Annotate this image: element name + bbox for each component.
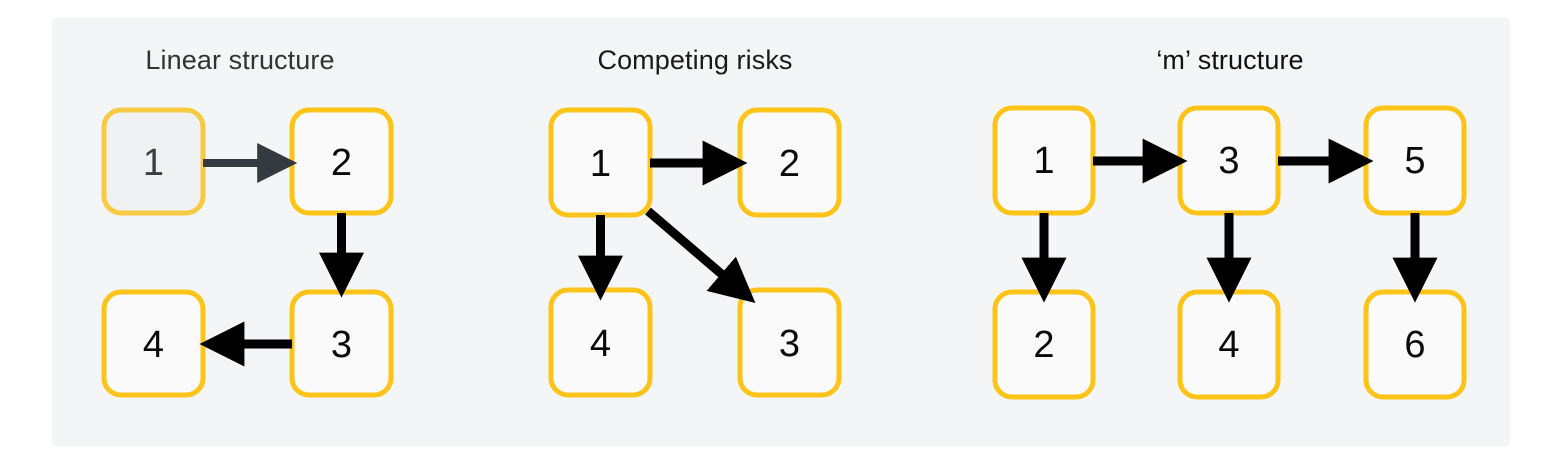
node-label: 4 xyxy=(1218,324,1239,366)
node-p3n1[interactable]: 1 xyxy=(992,105,1096,216)
node-p1n3[interactable]: 3 xyxy=(289,289,394,398)
panel-title-m-structure: ‘m’ structure xyxy=(1156,45,1304,75)
node-label: 2 xyxy=(331,142,352,184)
node-label: 4 xyxy=(143,324,164,366)
node-box[interactable] xyxy=(737,287,842,398)
node-label: 2 xyxy=(779,143,800,185)
panel-title-linear-structure: Linear structure xyxy=(145,45,335,75)
node-p3n4[interactable]: 4 xyxy=(1177,289,1281,400)
node-label: 3 xyxy=(779,323,800,365)
node-label: 4 xyxy=(590,323,611,365)
node-label: 5 xyxy=(1404,140,1425,182)
edge-p2-1-to-3 xyxy=(645,207,756,304)
node-label: 6 xyxy=(1404,324,1425,366)
node-label: 1 xyxy=(143,142,164,184)
node-label: 3 xyxy=(331,324,352,366)
panel-m-structure: 1 3 5 2 4 6 xyxy=(992,105,1467,400)
node-p2n2[interactable]: 2 xyxy=(737,107,842,218)
node-p2n1[interactable]: 1 xyxy=(548,107,653,218)
node-label: 1 xyxy=(590,143,611,185)
panel-competing-risks: 1 2 4 3 xyxy=(548,107,842,398)
node-p2n4[interactable]: 4 xyxy=(548,287,653,398)
node-p3n2[interactable]: 2 xyxy=(992,289,1096,400)
node-p1n2[interactable]: 2 xyxy=(289,107,394,216)
node-p3n6[interactable]: 6 xyxy=(1363,289,1467,400)
panel-linear-structure: 1 2 3 4 xyxy=(101,107,394,398)
node-p1n1[interactable]: 1 xyxy=(101,107,206,216)
panel-title-competing-risks: Competing risks xyxy=(597,45,793,75)
node-p1n4[interactable]: 4 xyxy=(101,289,206,398)
node-p3n5[interactable]: 5 xyxy=(1363,105,1467,216)
node-p3n3[interactable]: 3 xyxy=(1177,105,1281,216)
node-p2n3[interactable]: 3 xyxy=(737,287,842,398)
node-label: 3 xyxy=(1218,140,1239,182)
node-label: 1 xyxy=(1033,140,1054,182)
node-label: 2 xyxy=(1033,324,1054,366)
